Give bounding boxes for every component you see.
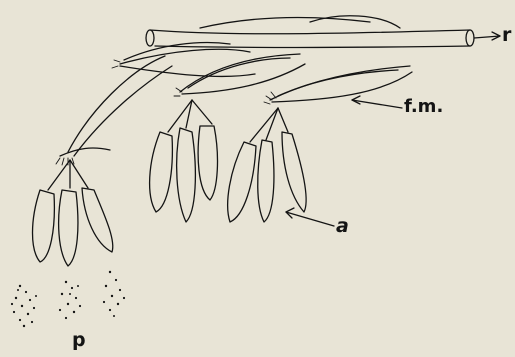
leader-lines [286, 32, 500, 226]
label-p: p [72, 331, 86, 350]
label-fm: f.m. [404, 98, 443, 116]
label-r: r [502, 26, 511, 45]
pollen [11, 271, 125, 327]
anthers [33, 126, 307, 266]
label-a: a [336, 217, 349, 236]
